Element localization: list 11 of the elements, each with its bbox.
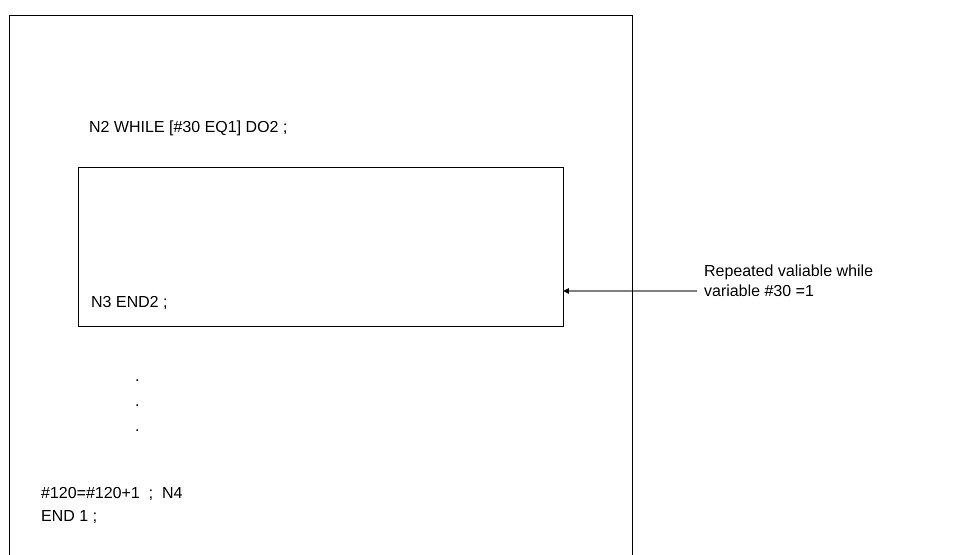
ellipsis-dot: . <box>135 417 140 437</box>
code-line: #120=#120+1 ; N4 <box>41 484 182 504</box>
leader-arrow <box>562 288 698 294</box>
program-block-box <box>9 15 633 555</box>
code-line: END 1 ; <box>41 507 98 527</box>
code-line: N2 WHILE [#30 EQ1] DO2 ; <box>89 118 288 138</box>
note-text: Repeated valiable while variable #30 =1 <box>704 262 874 302</box>
ellipsis-dot: . <box>135 392 140 412</box>
program-block-box <box>78 167 564 327</box>
ellipsis-dot: . <box>135 367 140 387</box>
code-line: N3 END2 ; <box>91 293 168 313</box>
